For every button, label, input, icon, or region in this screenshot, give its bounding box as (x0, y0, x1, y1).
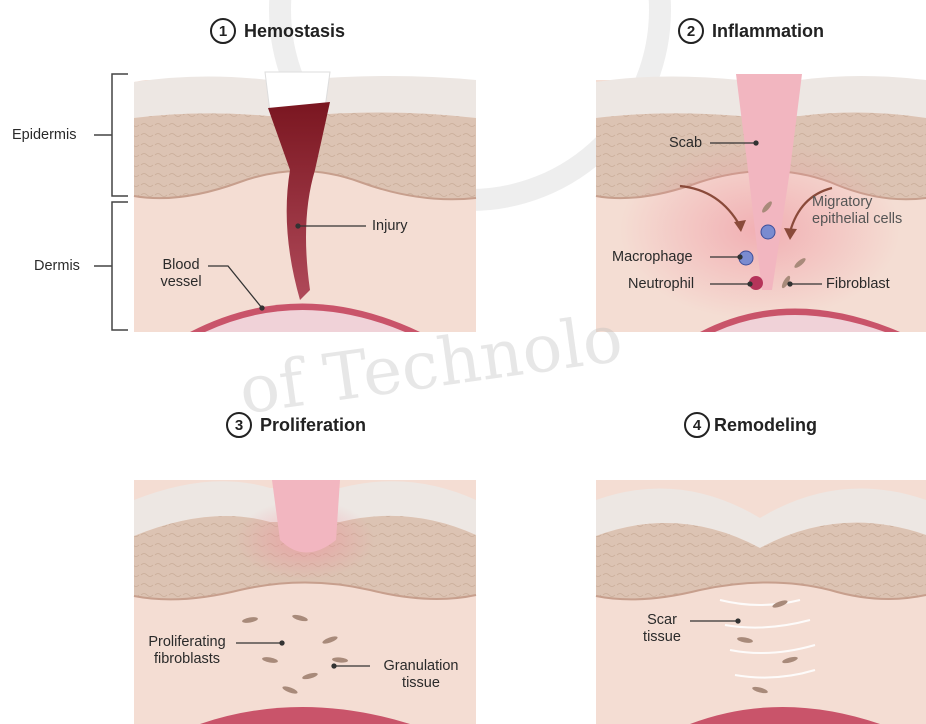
step-1-number: 1 (210, 18, 236, 44)
injury-label: Injury (372, 218, 407, 235)
blood-vessel-label-line-1: Blood (155, 257, 207, 274)
step-1-label: Hemostasis (244, 21, 345, 42)
gran-line-1: Granulation (374, 658, 468, 675)
step-2-title: 2 Inflammation (678, 18, 824, 44)
prolif-line-2: fibroblasts (138, 651, 236, 668)
panel-1-skin (134, 72, 476, 332)
scar-line-2: tissue (636, 629, 688, 646)
scar-tissue-label: Scar tissue (636, 612, 688, 646)
granulation-tissue-label: Granulation tissue (374, 658, 468, 692)
migratory-line-1: Migratory (812, 194, 902, 211)
dermis-label: Dermis (34, 258, 80, 275)
neutrophil-label: Neutrophil (628, 276, 694, 293)
blood-vessel-label-line-2: vessel (155, 274, 207, 291)
migratory-epithelial-label: Migratory epithelial cells (812, 194, 902, 228)
layer-brackets (94, 74, 128, 330)
step-4-label: Remodeling (714, 415, 817, 436)
scab-label: Scab (669, 135, 702, 152)
fibroblast-label: Fibroblast (826, 276, 890, 293)
macrophage-label: Macrophage (612, 249, 693, 266)
epidermis-label: Epidermis (12, 127, 76, 144)
step-4-title: 4 Remodeling (684, 412, 817, 438)
step-4-number: 4 (684, 412, 710, 438)
blood-vessel-label: Blood vessel (155, 257, 207, 291)
scar-line-1: Scar (636, 612, 688, 629)
step-2-number: 2 (678, 18, 704, 44)
panel-4-skin (596, 480, 926, 724)
migratory-line-2: epithelial cells (812, 211, 902, 228)
proliferating-fibroblasts-label: Proliferating fibroblasts (138, 634, 236, 668)
step-2-label: Inflammation (712, 21, 824, 42)
gran-line-2: tissue (374, 675, 468, 692)
step-1-title: 1 Hemostasis (210, 18, 345, 44)
prolif-line-1: Proliferating (138, 634, 236, 651)
